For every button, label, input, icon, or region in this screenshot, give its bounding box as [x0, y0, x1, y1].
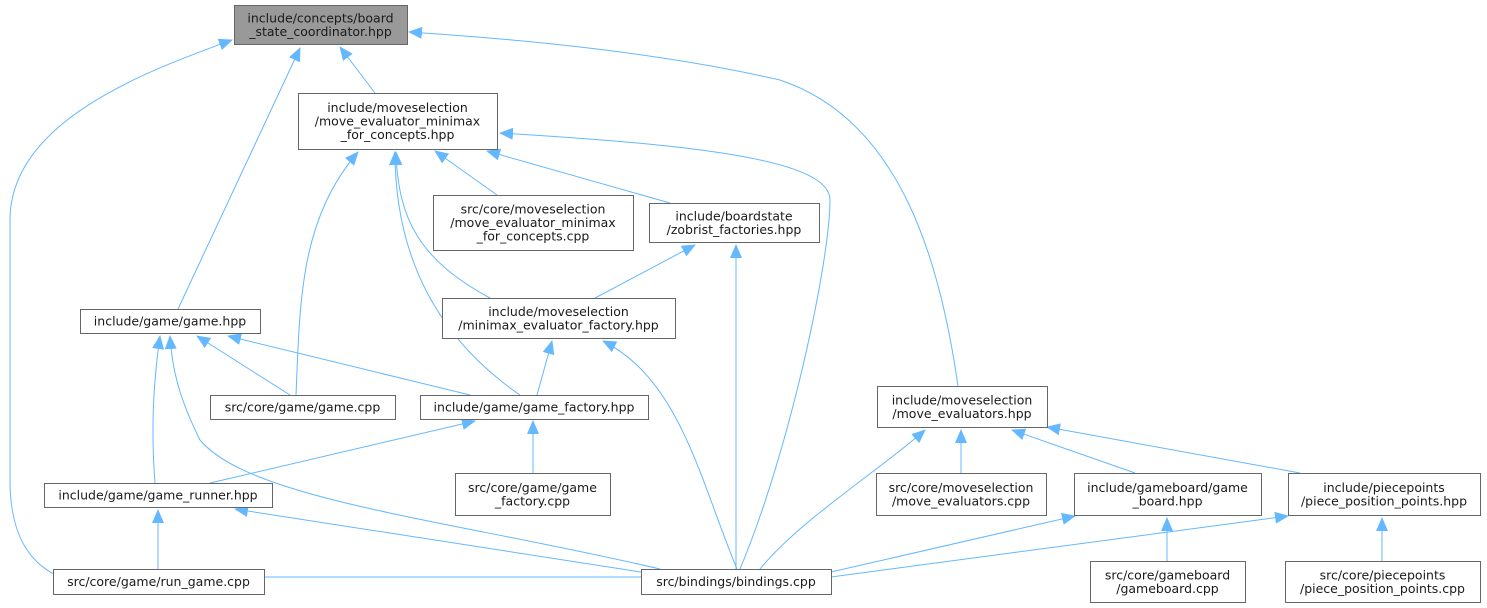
node-box: [298, 93, 498, 150]
edge-n3-to-n1: [486, 148, 671, 204]
file-node[interactable]: include/piecepoints/piece_position_point…: [1288, 473, 1481, 516]
edge-n15-to-n8: [759, 429, 926, 570]
file-node[interactable]: include/moveselection/move_evaluator_min…: [298, 93, 498, 150]
node-label-line: /move_evaluators.hpp: [892, 406, 1031, 421]
file-node[interactable]: src/core/moveselection/move_evaluator_mi…: [433, 195, 634, 251]
file-node[interactable]: src/core/game/game_factory.cpp: [455, 473, 611, 516]
node-box: [210, 395, 396, 420]
file-node[interactable]: include/gameboard/game_board.hpp: [1074, 473, 1262, 516]
node-label-line: src/core/moveselection: [889, 480, 1034, 495]
node-label-line: /zobrist_factories.hpp: [667, 222, 802, 237]
edge-n5-to-n3: [594, 244, 696, 299]
edge-n15-to-n5: [602, 340, 738, 570]
node-label-line: /piece_position_points.hpp: [1301, 493, 1467, 508]
node-box: [53, 569, 265, 595]
file-node[interactable]: src/bindings/bindings.cpp: [641, 569, 832, 595]
node-box: [1074, 473, 1262, 516]
node-label-line: /piece_position_points.cpp: [1300, 581, 1465, 596]
node-label-line: _state_coordinator.hpp: [248, 24, 392, 39]
node-label-line: include/gameboard/game: [1087, 480, 1248, 495]
edge-n7-to-n5: [536, 340, 555, 396]
node-label-line: src/core/game/game: [468, 480, 597, 495]
node-label-line: /move_evaluator_minimax: [315, 114, 480, 129]
node-label-line: _for_concepts.cpp: [476, 229, 590, 244]
file-node[interactable]: include/boardstate/zobrist_factories.hpp: [649, 203, 820, 243]
edge-n15-to-n4: [164, 335, 661, 570]
edge-n15-to-n9: [234, 505, 661, 576]
edge-n9-to-n4: [152, 335, 165, 484]
node-label-line: /move_evaluator_minimax: [450, 215, 615, 230]
edge-n2-to-n1: [434, 150, 498, 196]
file-node[interactable]: include/game/game_factory.hpp: [420, 395, 649, 420]
node-box: [876, 473, 1047, 516]
file-node[interactable]: src/core/piecepoints/piece_position_poin…: [1285, 561, 1481, 603]
node-label-line: src/core/game/run_game.cpp: [67, 574, 250, 589]
node-label-line: include/piecepoints: [1323, 480, 1445, 495]
node-label-line: src/core/game/game.cpp: [225, 400, 381, 415]
node-label-line: include/boardstate: [675, 208, 793, 223]
node-box: [1090, 561, 1246, 603]
file-node[interactable]: include/game/game_runner.hpp: [44, 483, 273, 508]
node-label-line: src/bindings/bindings.cpp: [656, 574, 816, 589]
node-label-line: _for_concepts.hpp: [340, 127, 455, 142]
node-box: [649, 203, 820, 243]
node-box: [234, 5, 408, 45]
node-box: [641, 569, 832, 595]
edge-n5-to-n1: [390, 151, 491, 299]
edge-n7-to-n4: [227, 333, 471, 396]
node-label-line: src/core/gameboard: [1105, 567, 1230, 582]
node-label-line: _factory.cpp: [494, 493, 570, 508]
edge-n9-to-n7: [209, 418, 476, 484]
node-box: [877, 386, 1048, 428]
node-label-line: _board.hpp: [1131, 493, 1202, 508]
node-box: [1285, 561, 1481, 603]
node-label-line: include/game/game.hpp: [94, 314, 246, 329]
edge-n1-to-n0: [339, 46, 376, 94]
edge-n6-to-n4: [196, 335, 291, 396]
node-box: [1288, 473, 1481, 516]
edge-n12-to-n8: [1011, 428, 1136, 474]
node-box: [80, 309, 261, 334]
node-label-line: include/moveselection: [327, 100, 468, 115]
node-label-line: src/core/moveselection: [461, 202, 606, 217]
edge-n4-to-n0: [177, 47, 301, 310]
node-box: [442, 298, 676, 339]
file-node[interactable]: src/core/game/run_game.cpp: [53, 569, 265, 595]
file-node[interactable]: include/moveselection/minimax_evaluator_…: [442, 298, 676, 339]
file-node[interactable]: include/moveselection/move_evaluators.hp…: [877, 386, 1048, 428]
node-box: [44, 483, 273, 508]
node-label-line: include/moveselection: [892, 392, 1033, 407]
node-label-line: include/game/game_factory.hpp: [434, 400, 635, 415]
node-label-line: src/core/piecepoints: [1320, 567, 1446, 582]
edge-n15-to-n0: [9, 38, 641, 578]
node-label-line: include/moveselection: [488, 304, 629, 319]
edge-n7-to-n1: [389, 151, 521, 396]
edge-n8-to-n0: [408, 26, 959, 387]
node-box: [420, 395, 649, 420]
edge-n15-to-n13: [830, 511, 1289, 578]
file-node[interactable]: src/core/game/game.cpp: [210, 395, 396, 420]
node-label-line: /gameboard.cpp: [1116, 581, 1219, 596]
edge-n6-to-n1: [295, 151, 359, 396]
file-node[interactable]: src/core/gameboard/gameboard.cpp: [1090, 561, 1246, 603]
file-node[interactable]: include/game/game.hpp: [80, 309, 261, 334]
node-label-line: include/concepts/board: [247, 10, 393, 25]
node-label-line: /minimax_evaluator_factory.hpp: [458, 317, 659, 332]
root-file-node: include/concepts/board_state_coordinator…: [234, 5, 408, 45]
edge-n15-to-n12: [830, 513, 1076, 573]
file-node[interactable]: src/core/moveselection/move_evaluators.c…: [876, 473, 1047, 516]
node-label-line: include/game/game_runner.hpp: [58, 488, 257, 503]
edge-n15-to-n1: [499, 127, 831, 570]
node-label-line: /move_evaluators.cpp: [892, 493, 1030, 508]
edge-n13-to-n8: [1046, 423, 1301, 474]
node-box: [455, 473, 611, 516]
node-box: [433, 195, 634, 251]
